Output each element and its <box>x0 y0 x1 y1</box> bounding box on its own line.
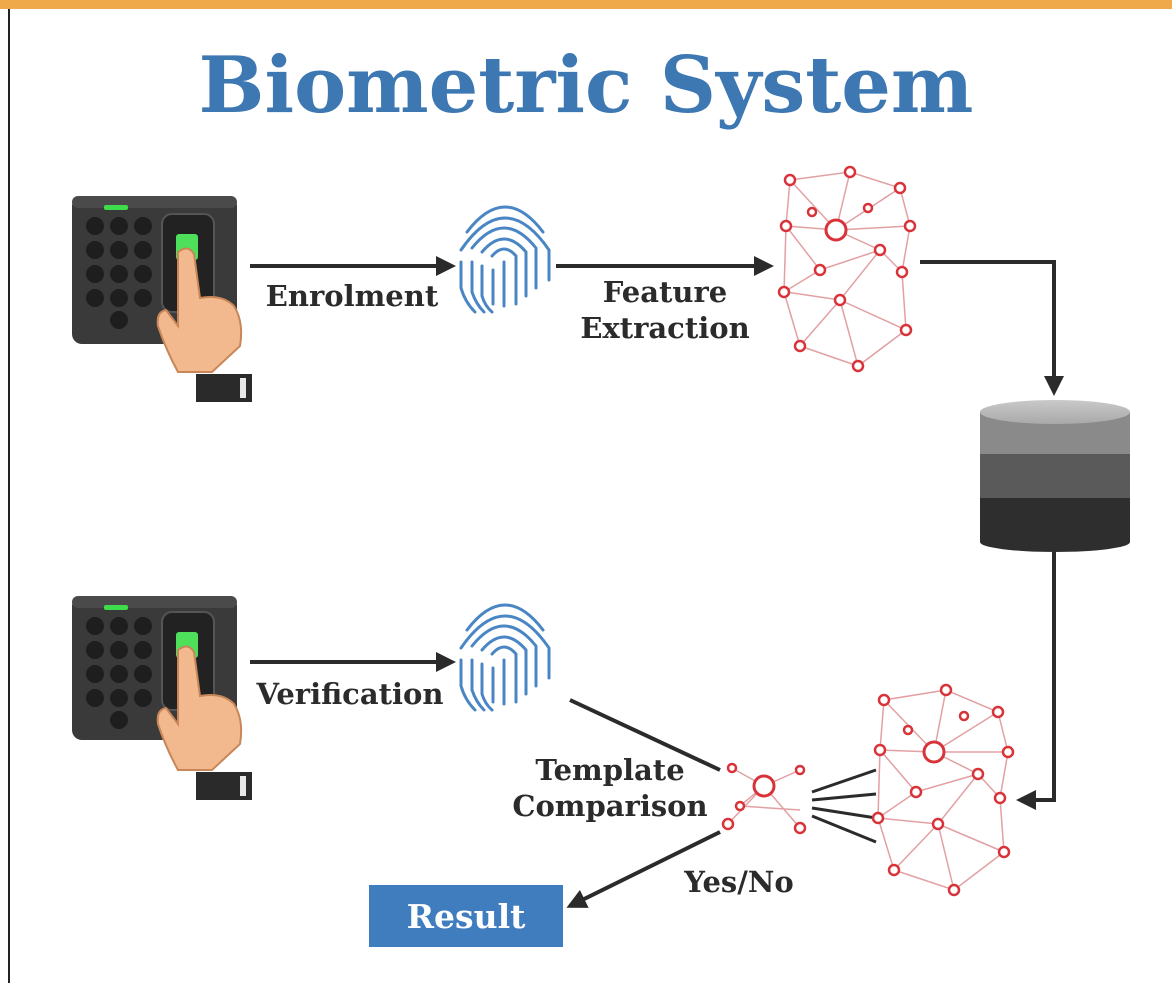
connector-lines-mesh-template <box>811 768 877 844</box>
label-extraction: Extraction <box>580 311 750 345</box>
label-comparison: Comparison <box>512 789 708 823</box>
label-feature: Feature <box>602 275 728 309</box>
enrolment-scanner-icon <box>72 196 252 402</box>
left-border <box>8 9 10 983</box>
connector-fingerprint-template <box>569 698 721 772</box>
result-box: Result <box>369 885 563 947</box>
fingerprint-icon <box>459 603 551 712</box>
template-mesh-icon <box>721 760 810 842</box>
face-mesh-nodes <box>777 165 917 373</box>
face-mesh-nodes <box>871 683 1015 897</box>
face-mesh-icon <box>877 689 1009 891</box>
arrow-to-database <box>920 260 1064 396</box>
diagram-title: Biometric System <box>198 40 974 131</box>
verification-scanner-icon <box>72 596 252 800</box>
label-template: Template <box>535 753 685 787</box>
label-verification: Verification <box>256 677 444 711</box>
arrow-from-database <box>1016 552 1056 810</box>
arrow-to-result <box>566 830 721 908</box>
top-accent-rule <box>0 0 1172 9</box>
fingerprint-icon <box>459 205 551 314</box>
database-icon <box>980 400 1130 552</box>
label-yes-no: Yes/No <box>684 865 794 899</box>
label-enrolment: Enrolment <box>265 279 439 313</box>
face-mesh-icon <box>783 171 911 367</box>
